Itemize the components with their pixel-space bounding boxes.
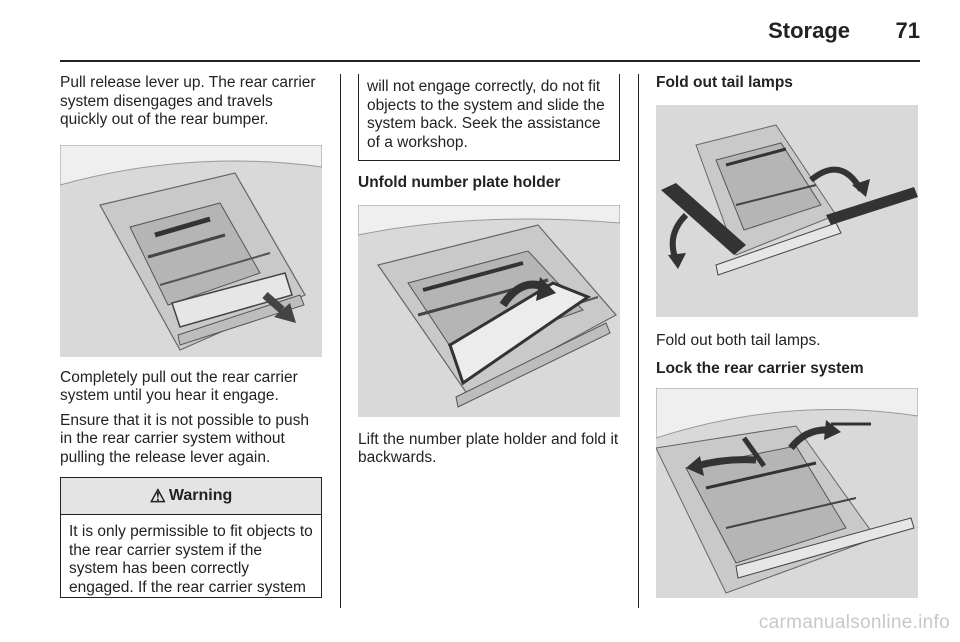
section-heading: Unfold number plate holder bbox=[358, 174, 561, 191]
warning-text: It is only permissible to fit objects to… bbox=[69, 523, 313, 596]
watermark: carmanualsonline.info bbox=[758, 612, 950, 633]
instruction-text: Fold out both tail lamps. bbox=[656, 331, 821, 349]
column-divider bbox=[340, 74, 341, 608]
warning-header: ⚠ Warning bbox=[61, 478, 321, 515]
warning-triangle-icon: ⚠ bbox=[149, 485, 166, 506]
column-1: Pull release lever up. The rear carrier … bbox=[60, 74, 322, 598]
instruction-text: Ensure that it is not possible to push i… bbox=[60, 411, 310, 466]
section-heading: Lock the rear carrier system bbox=[656, 360, 864, 377]
section-heading: Fold out tail lamps bbox=[656, 74, 793, 91]
figure-number-plate-holder bbox=[358, 204, 620, 417]
figure-lock-carrier bbox=[656, 387, 918, 598]
column-3: Fold out tail lamps Fold out both tail l… bbox=[656, 74, 918, 598]
figure-pull-release-lever bbox=[60, 144, 322, 357]
warning-body: It is only permissible to fit objects to… bbox=[61, 515, 321, 597]
warning-box-continued: will not engage correctly, do not fit ob… bbox=[358, 74, 620, 161]
warning-title: Warning bbox=[168, 487, 233, 504]
figure-tail-lamps bbox=[656, 104, 918, 317]
section-title: Storage bbox=[768, 18, 850, 43]
instruction-text: Pull release lever up. The rear carrier … bbox=[60, 74, 316, 128]
instruction-text: Lift the number plate holder and fold it… bbox=[358, 430, 619, 467]
column-2: will not engage correctly, do not fit ob… bbox=[358, 74, 620, 468]
instruction-text: Completely pull out the rear carrier sys… bbox=[60, 368, 298, 405]
warning-text: will not engage correctly, do not fit ob… bbox=[367, 78, 605, 151]
header-divider bbox=[60, 60, 920, 62]
warning-box: ⚠ Warning It is only permissible to fit … bbox=[60, 477, 322, 598]
column-divider bbox=[638, 74, 639, 608]
page-number: 71 bbox=[895, 18, 920, 43]
